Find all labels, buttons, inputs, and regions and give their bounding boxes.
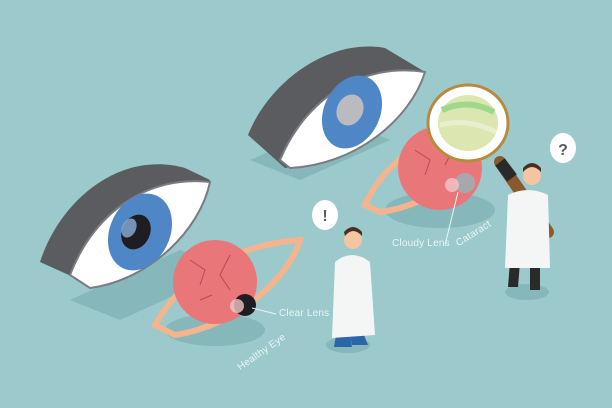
question-icon: ?	[558, 142, 568, 159]
healthy-eyeball	[150, 236, 305, 339]
doctor-thinking: !	[312, 200, 375, 347]
cataract-eye-model	[248, 46, 427, 170]
clear-lens-label: Clear Lens	[279, 308, 330, 319]
cloudy-lens-label: Cloudy Lens	[392, 238, 450, 249]
exclamation-icon: !	[322, 208, 327, 225]
healthy-eye-model	[40, 164, 212, 290]
doctor-inspecting: ?	[505, 133, 576, 290]
